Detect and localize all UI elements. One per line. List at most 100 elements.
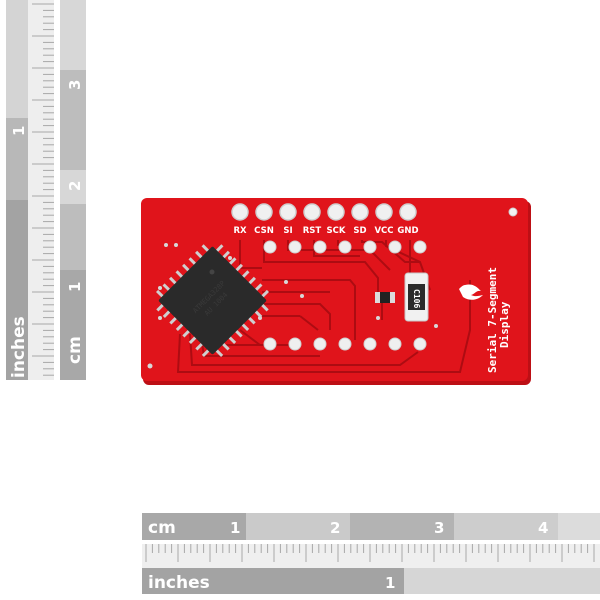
bottom-ruler-cm-mark-3: 3	[434, 519, 444, 537]
chip-lead	[156, 289, 164, 298]
chip-lead	[162, 283, 171, 292]
display-pad	[413, 240, 427, 254]
chip-lead	[162, 310, 171, 318]
pin-label-gnd: GND	[397, 226, 418, 236]
display-pads-bottom	[263, 337, 427, 351]
chip-lead	[261, 289, 269, 298]
chip-lead	[195, 342, 204, 351]
chip-lead	[156, 303, 165, 312]
chip-lead	[182, 329, 191, 338]
display-pad	[313, 240, 327, 254]
chip-lead	[234, 329, 243, 338]
left-ruler-cm-band-3	[60, 270, 86, 380]
pin-label-rx: RX	[233, 226, 247, 236]
pin-label-vcc: VCC	[374, 226, 393, 236]
chip-lead	[175, 323, 184, 331]
capacitor-label: C106	[412, 289, 421, 308]
chip-lead	[260, 303, 269, 312]
chip-leads	[156, 244, 269, 357]
display-pad	[363, 337, 377, 351]
bottom-ruler-inch-mark-1: 1	[385, 574, 395, 592]
pin-label-sck: SCK	[327, 226, 346, 236]
chip-lead	[241, 323, 250, 331]
pcb-board: RX CSN SI RST SCK SD VCC GND	[141, 198, 531, 385]
header-hole-csn	[255, 203, 273, 221]
pin-label-rst: RST	[303, 226, 322, 236]
header-hole-rst	[303, 203, 321, 221]
pin-labels: RX CSN SI RST SCK SD VCC GND	[233, 226, 418, 236]
pin-header-holes	[231, 203, 417, 221]
chip-pin1-dot	[209, 269, 215, 275]
display-pad	[263, 337, 277, 351]
display-pad	[388, 240, 402, 254]
header-hole-vcc	[375, 203, 393, 221]
pin-label-si: SI	[283, 226, 292, 236]
chip-lead	[221, 342, 230, 351]
chip-lead	[228, 257, 237, 266]
header-hole-gnd	[399, 203, 417, 221]
chip-lead	[182, 263, 190, 272]
bottom-ruler-tick-strip	[142, 544, 600, 568]
chip-lead	[254, 283, 263, 292]
bottom-ruler-cm-band-4	[454, 513, 558, 540]
chip-lead	[169, 316, 178, 325]
chip-lead	[235, 263, 243, 272]
chip-lead	[175, 270, 184, 279]
display-pad	[413, 337, 427, 351]
pcb-body	[141, 198, 528, 381]
chip-lead	[201, 349, 210, 357]
display-pad	[363, 240, 377, 254]
left-ruler-cm-label: cm	[65, 336, 85, 364]
bottom-ruler-cm-mark-1: 1	[230, 519, 240, 537]
header-hole-si	[279, 203, 297, 221]
chip-lead	[248, 276, 256, 285]
bottom-ruler-cm-mark-2: 2	[330, 519, 340, 537]
chip-lead	[228, 336, 237, 344]
bottom-ruler: cm 1 2 3 4 inches 1	[142, 513, 600, 594]
chip-lead	[201, 244, 210, 253]
pin-label-sd: SD	[353, 226, 366, 236]
bottom-ruler-cm-band-1	[142, 513, 246, 540]
chip-lead	[169, 276, 177, 285]
chip-lead	[247, 316, 256, 325]
header-hole-sck	[327, 203, 345, 221]
bottom-ruler-inches-label: inches	[148, 573, 210, 593]
chip-lead	[188, 257, 197, 266]
chip-lead	[215, 349, 224, 357]
bottom-ruler-cm-mark-4: 4	[538, 519, 548, 537]
display-pad	[288, 337, 302, 351]
left-ruler-inch-band-upper	[6, 118, 28, 200]
left-ruler-cm-mark-2: 2	[66, 181, 84, 191]
display-pad	[338, 337, 352, 351]
chip-lead	[188, 336, 197, 344]
board-title-line1: Serial 7-Segment	[486, 267, 499, 373]
display-pad	[338, 240, 352, 254]
left-ruler-cm-band-1	[60, 0, 86, 70]
bottom-ruler-cm-label: cm	[148, 518, 176, 538]
chip-lead	[241, 270, 250, 279]
display-pad	[313, 337, 327, 351]
bottom-ruler-cm-band-5	[558, 513, 600, 540]
atmega-chip: ATMEGA328P AU 1004	[156, 244, 269, 357]
left-ruler: inches 1 cm 1 2 3	[6, 0, 86, 380]
header-hole-sd	[351, 203, 369, 221]
chip-lead	[254, 310, 263, 318]
chip-lead	[195, 250, 203, 259]
left-ruler-cm-mark-3: 3	[66, 80, 84, 90]
smd-component	[375, 292, 395, 303]
bottom-ruler-cm-band-2	[246, 513, 350, 540]
chip-body	[158, 246, 267, 355]
display-pad	[388, 337, 402, 351]
header-hole-rx	[231, 203, 249, 221]
pin-label-csn: CSN	[254, 226, 274, 236]
sparkfun-flame-icon	[459, 284, 483, 300]
display-pad	[288, 240, 302, 254]
capacitor-c106: C106	[404, 272, 429, 322]
left-ruler-cm-band-2	[60, 170, 86, 204]
display-pad	[263, 240, 277, 254]
bottom-ruler-ticks	[145, 544, 595, 562]
left-ruler-cm-mark-1: 1	[66, 282, 84, 292]
board-title-line2: Display	[498, 301, 511, 348]
display-pads-top	[263, 240, 427, 254]
